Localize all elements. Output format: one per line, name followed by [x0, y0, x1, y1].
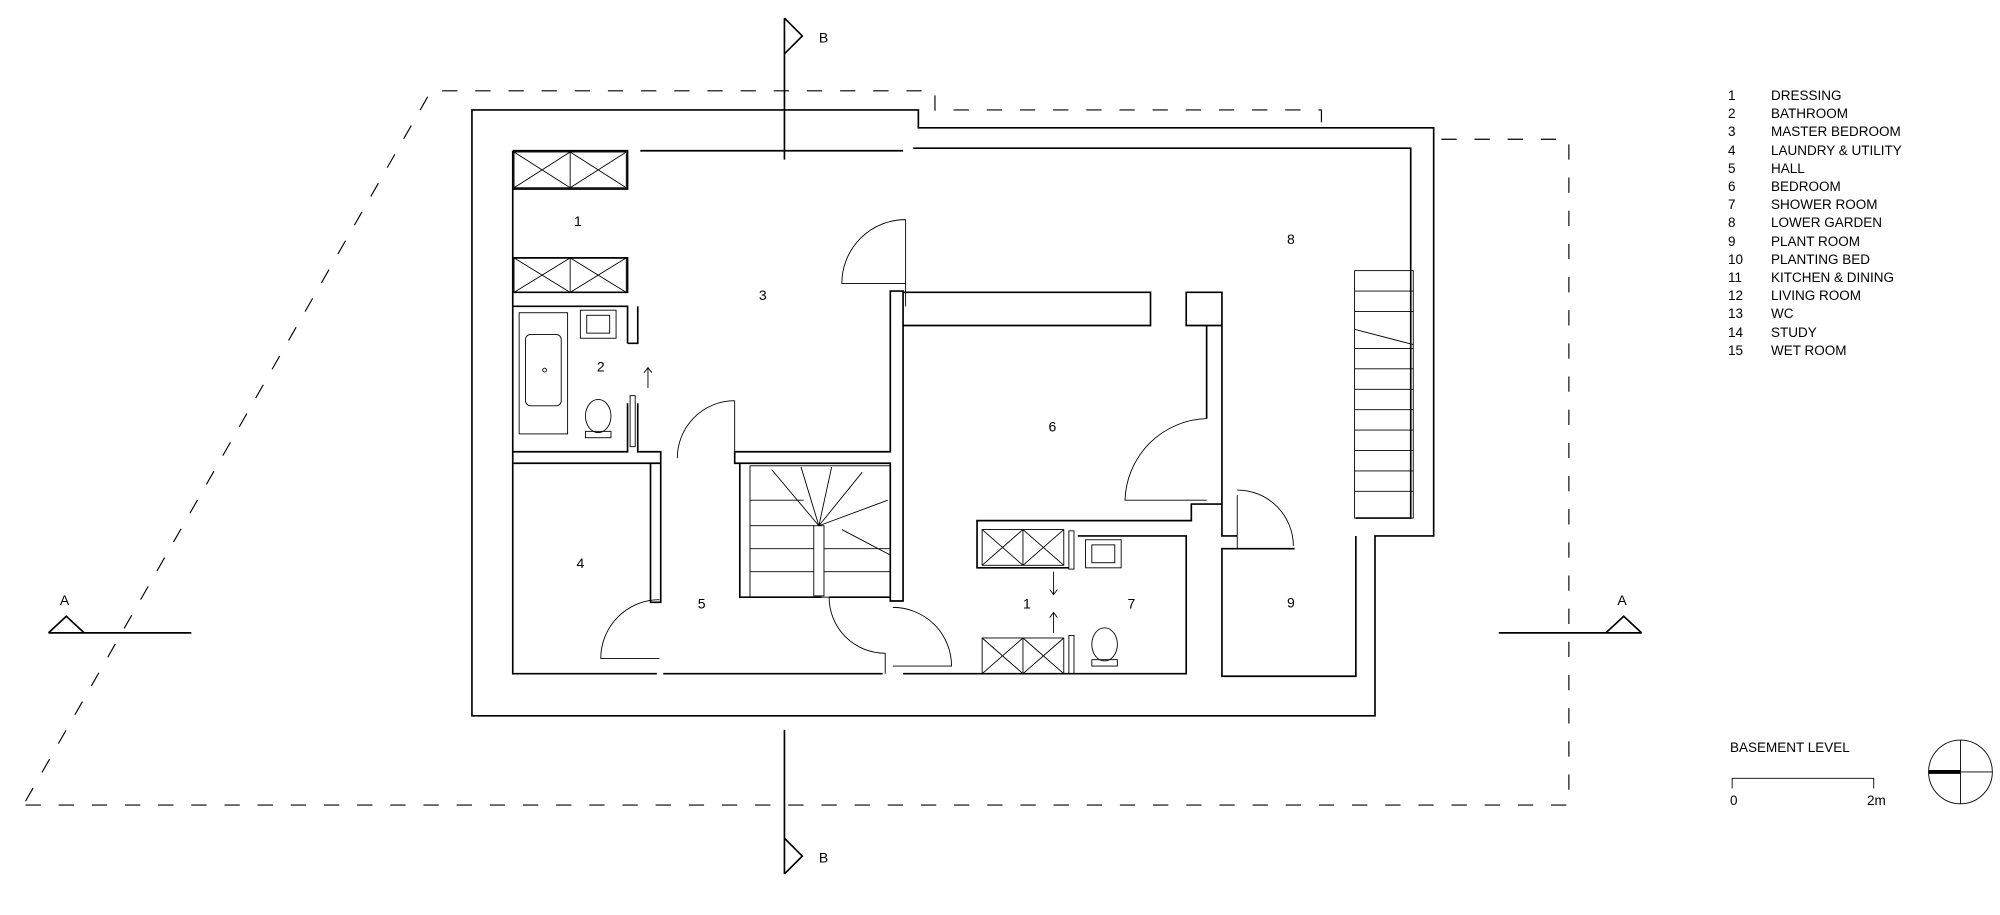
legend-item: 2 BATHROOM	[1728, 105, 1902, 123]
wardrobes	[513, 151, 1065, 675]
scale-end-label: 2m	[1867, 793, 1886, 808]
legend-number: 5	[1728, 160, 1736, 176]
legend-item: 8 LOWER GARDEN	[1728, 214, 1902, 232]
legend-room-name: WET ROOM	[1771, 342, 1847, 358]
legend-item: 7 SHOWER ROOM	[1728, 196, 1902, 214]
room-tag: 2	[597, 358, 605, 374]
room-tag: 6	[1048, 418, 1056, 434]
legend-number: 13	[1728, 306, 1744, 322]
inner-walls	[511, 147, 1412, 678]
north-arrow-icon	[1928, 739, 1993, 805]
legend-item: 1 DRESSING	[1728, 87, 1902, 105]
room-tag: 7	[1128, 596, 1136, 612]
legend-item: 12 LIVING ROOM	[1728, 287, 1902, 305]
level-title: BASEMENT LEVEL	[1730, 740, 1850, 755]
legend-number: 9	[1728, 233, 1736, 249]
sanitary-fixtures	[518, 309, 1122, 667]
legend-number: 4	[1728, 142, 1736, 158]
doors	[600, 219, 1294, 675]
legend-room-name: LOWER GARDEN	[1771, 215, 1883, 231]
legend-room-name: PLANT ROOM	[1771, 233, 1861, 249]
legend-item: 4 LAUNDRY & UTILITY	[1728, 142, 1902, 160]
section-a-label-left: A	[60, 592, 70, 608]
legend-room-name: HALL	[1771, 160, 1805, 176]
section-a-label-right: A	[1617, 592, 1627, 608]
legend-item: 11 KITCHEN & DINING	[1728, 269, 1902, 287]
legend-item: 13 WC	[1728, 305, 1902, 323]
legend-item: 5 HALL	[1728, 160, 1902, 178]
room-tag: 1	[1023, 596, 1031, 612]
scale-bar	[1731, 777, 1875, 789]
legend-number: 11	[1728, 270, 1743, 286]
legend-room-name: WC	[1771, 306, 1794, 322]
stairs	[749, 270, 1414, 598]
scale-start-label: 0	[1730, 793, 1738, 808]
room-tag: 3	[759, 287, 767, 303]
legend-item: 10 PLANTING BED	[1728, 251, 1902, 269]
legend-number: 10	[1728, 251, 1744, 267]
legend-room-name: STUDY	[1771, 324, 1817, 340]
legend-room-name: MASTER BEDROOM	[1771, 124, 1901, 140]
legend-item: 15 WET ROOM	[1728, 342, 1902, 360]
legend-room-name: DRESSING	[1771, 88, 1842, 103]
room-tag: 8	[1287, 231, 1295, 247]
legend-room-name: BATHROOM	[1771, 106, 1848, 122]
site-boundary	[25, 90, 1570, 806]
room-tag: 5	[698, 596, 706, 612]
legend-item: 9 PLANT ROOM	[1728, 233, 1902, 251]
legend-number: 3	[1728, 124, 1736, 140]
legend-number: 14	[1728, 324, 1744, 340]
legend-room-name: KITCHEN & DINING	[1771, 270, 1895, 286]
section-a-markers	[47, 615, 1643, 634]
legend-number: 2	[1728, 106, 1736, 122]
outer-wall	[471, 109, 1435, 717]
room-tag: 1	[574, 213, 582, 229]
legend-number: 1	[1728, 88, 1736, 103]
room-tag: 4	[577, 555, 585, 571]
legend-room-name: BEDROOM	[1771, 179, 1841, 195]
section-b-label-top: B	[819, 29, 828, 45]
section-b-markers	[783, 17, 804, 875]
legend-room-name: SHOWER ROOM	[1771, 197, 1878, 213]
room-tag: 9	[1287, 594, 1295, 610]
legend-item: 3 MASTER BEDROOM	[1728, 123, 1902, 141]
legend-number: 15	[1728, 342, 1744, 358]
legend-room-name: PLANTING BED	[1771, 251, 1871, 267]
legend-room-name: LIVING ROOM	[1771, 288, 1862, 304]
legend-number: 6	[1728, 179, 1736, 195]
room-legend: 1 DRESSING 2 BATHROOM 3 MASTER BEDROOM 4 LAUNDR…	[1728, 87, 1902, 360]
legend-item: 14 STUDY	[1728, 324, 1902, 342]
legend-room-name: LAUNDRY & UTILITY	[1771, 142, 1902, 158]
legend-number: 12	[1728, 288, 1744, 304]
legend-number: 7	[1728, 197, 1736, 213]
legend-number: 8	[1728, 215, 1736, 231]
legend-item: 6 BEDROOM	[1728, 178, 1902, 196]
section-b-label-bottom: B	[819, 849, 828, 865]
